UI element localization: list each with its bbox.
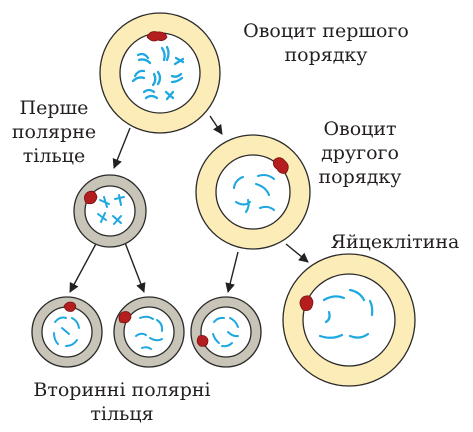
polar-body-cell bbox=[84, 185, 136, 237]
chromosomes bbox=[53, 316, 80, 347]
primary-oocyte-label-line-2: порядку bbox=[284, 44, 368, 66]
secondary-polar-bodies-label-line-2: тільця bbox=[90, 403, 154, 425]
secondary-polar-bodies-label-line-1: Вторинні полярні bbox=[33, 379, 211, 401]
cortical-granule bbox=[273, 157, 289, 174]
secondary-polar-body-3 bbox=[190, 296, 262, 368]
chromosomes bbox=[131, 45, 185, 101]
secondary-oocyte-label-line-3: порядку bbox=[318, 166, 402, 188]
secondary-polar-bodies-label: Вторинні полярні тільця bbox=[22, 378, 222, 426]
secondary-oocyte bbox=[195, 134, 311, 250]
first-polar-body bbox=[73, 174, 147, 248]
cortical-granule bbox=[118, 311, 132, 324]
secondary-oocyte-label-line-2: другого bbox=[321, 142, 399, 164]
secondary-oocyte-label: Овоцит другого порядку bbox=[306, 117, 414, 189]
chromosomes bbox=[318, 288, 374, 339]
cortical-granule bbox=[146, 31, 168, 42]
chromosomes bbox=[232, 173, 276, 214]
first-polar-body-label-line-2: полярне bbox=[11, 121, 97, 143]
secondary-oocyte-label-line-1: Овоцит bbox=[323, 118, 397, 140]
first-polar-body-label-line-3: тільце bbox=[22, 145, 86, 167]
chromosomes bbox=[97, 194, 125, 225]
first-polar-body-label-line-1: Перше bbox=[19, 97, 89, 119]
cortical-granule bbox=[196, 335, 209, 347]
cortical-granule bbox=[63, 301, 77, 312]
ovum-cell bbox=[302, 273, 396, 367]
secondary-polar-body-1 bbox=[31, 296, 103, 368]
arrow-to-secondary-oocyte bbox=[209, 115, 223, 135]
egg-cell-label: Яйцеклітина bbox=[330, 231, 460, 253]
primary-oocyte-label: Овоцит першого порядку bbox=[226, 19, 426, 67]
oocyte-cell bbox=[215, 154, 291, 230]
secondary-polar-body-2 bbox=[113, 296, 185, 368]
oocyte-cell bbox=[119, 32, 201, 114]
polar-body-cell bbox=[200, 306, 252, 358]
chromosomes bbox=[212, 316, 239, 348]
chromosomes bbox=[135, 315, 164, 350]
cortical-granule bbox=[84, 190, 98, 205]
egg-cell bbox=[282, 253, 416, 387]
first-polar-body-label: Перше полярне тільце bbox=[6, 96, 102, 168]
arrow-to-first-polar-body bbox=[112, 127, 131, 169]
arrow-to-polar-body-1 bbox=[69, 239, 99, 293]
primary-oocyte bbox=[99, 12, 221, 134]
cortical-granule bbox=[299, 295, 314, 312]
primary-oocyte-label-line-1: Овоцит першого bbox=[243, 20, 409, 42]
polar-body-cell bbox=[123, 306, 175, 358]
arrows bbox=[69, 115, 309, 293]
arrow-to-egg-cell bbox=[285, 243, 309, 263]
arrow-to-polar-body-2 bbox=[123, 239, 146, 293]
arrow-to-polar-body-3 bbox=[225, 251, 239, 293]
